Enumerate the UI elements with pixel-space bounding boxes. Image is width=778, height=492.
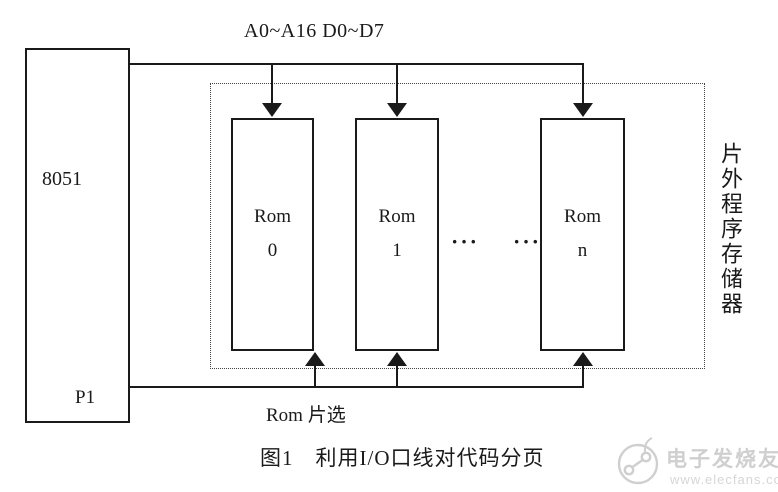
- arrow-up-rom1-icon: [387, 352, 407, 366]
- external-memory-dotted-frame: [210, 83, 705, 369]
- address-data-bus-line: [129, 63, 584, 65]
- chip-select-bus-line: [129, 386, 584, 388]
- arrow-up-rom0-icon: [305, 352, 325, 366]
- chip-select-riser-rom1: [396, 366, 398, 387]
- ellipsis-right: ···: [513, 229, 542, 254]
- chip-select-riser-rom0: [314, 366, 316, 387]
- bus-drop-line-romn: [582, 63, 584, 104]
- rom0-box: Rom 0: [231, 118, 314, 351]
- watermark-logo-icon: 电子发烧友 www.elecfans.com: [617, 437, 778, 487]
- address-data-bus-label: A0~A16 D0~D7: [244, 20, 385, 42]
- figure-caption: 图1 利用I/O口线对代码分页: [260, 446, 545, 470]
- chip-select-label: Rom 片选: [266, 405, 346, 426]
- mcu-port-label: P1: [75, 387, 96, 408]
- watermark: 电子发烧友 www.elecfans.com: [616, 434, 778, 490]
- romn-name: Rom: [564, 206, 601, 227]
- rom1-name: Rom: [378, 206, 416, 227]
- arrow-down-rom0-icon: [262, 103, 282, 117]
- rom0-name: Rom: [254, 206, 291, 227]
- bus-drop-line-rom0: [271, 63, 273, 104]
- rom0-index: 0: [267, 240, 278, 261]
- watermark-brand: 电子发烧友: [666, 447, 778, 471]
- mcu-8051-box: 8051 P1: [25, 48, 130, 423]
- arrow-down-rom1-icon: [387, 103, 407, 117]
- mcu-label: 8051: [42, 168, 82, 190]
- rom1-box: Rom 1: [355, 118, 439, 351]
- ellipsis-left: ···: [451, 229, 480, 254]
- bus-drop-line-rom1: [396, 63, 398, 104]
- arrow-up-romn-icon: [573, 352, 593, 366]
- romn-box: Rom n: [540, 118, 625, 351]
- watermark-url: www.elecfans.com: [669, 472, 778, 487]
- external-program-memory-label: 片外程序存储器: [718, 142, 743, 317]
- romn-index: n: [577, 240, 588, 261]
- arrow-down-romn-icon: [573, 103, 593, 117]
- chip-select-riser-romn: [582, 366, 584, 387]
- rom1-index: 1: [392, 240, 402, 261]
